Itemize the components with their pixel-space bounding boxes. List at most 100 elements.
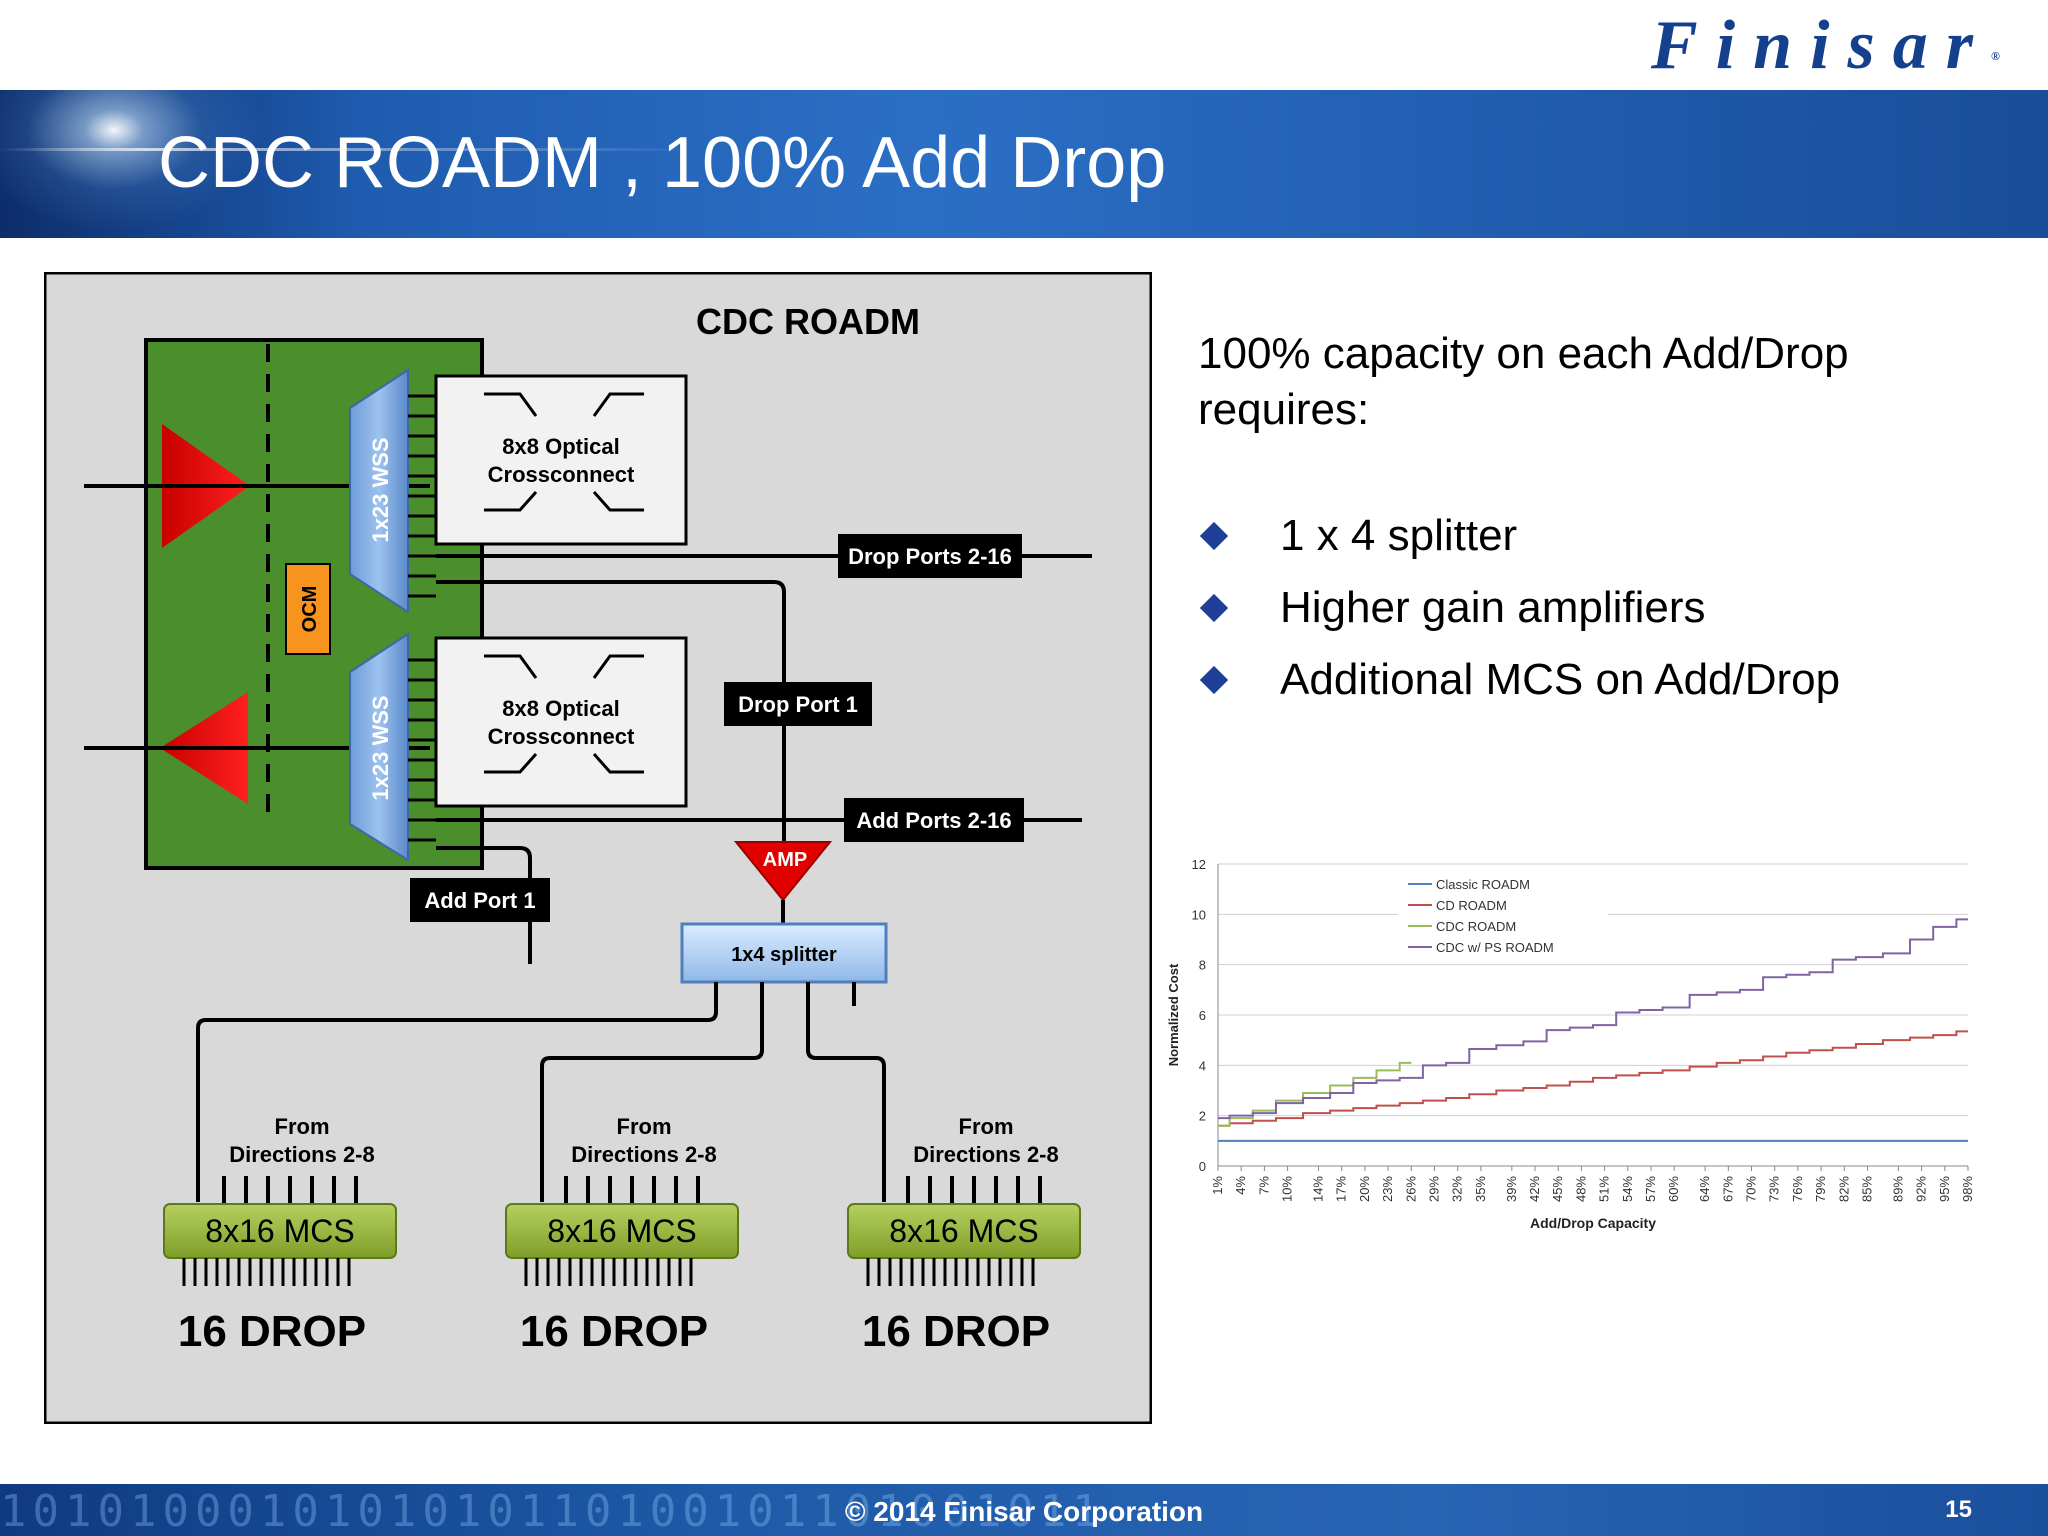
logo-text: Finisar bbox=[1651, 7, 1992, 84]
legend-label-2: CD ROADM bbox=[1436, 898, 1507, 913]
x-tick-label: 60% bbox=[1666, 1176, 1681, 1202]
list-item: 1 x 4 splitter bbox=[1198, 500, 2018, 572]
mcs-box-2 bbox=[505, 1203, 739, 1259]
x-tick-label: 95% bbox=[1937, 1176, 1952, 1202]
drop-label-2: 16 DROP bbox=[520, 1307, 708, 1356]
light-streak-decoration bbox=[0, 148, 700, 151]
drop-port1-label-box bbox=[724, 682, 872, 726]
x-tick-label: 10% bbox=[1280, 1176, 1295, 1202]
normalized-cost-chart: 0246810121%4%7%10%14%17%20%23%26%29%32%3… bbox=[1166, 857, 1975, 1231]
light-flare-decoration bbox=[0, 90, 290, 238]
x-tick-label: 1% bbox=[1210, 1176, 1225, 1195]
logo-registered-mark: ® bbox=[1991, 49, 2000, 63]
title-bar: CDC ROADM , 100% Add Drop bbox=[0, 90, 2048, 238]
list-item: Higher gain amplifiers bbox=[1198, 572, 2018, 644]
x-tick-label: 85% bbox=[1859, 1176, 1874, 1202]
y-tick-label: 4 bbox=[1199, 1058, 1206, 1073]
x-tick-label: 57% bbox=[1643, 1176, 1658, 1202]
x-tick-label: 64% bbox=[1697, 1176, 1712, 1202]
wss-label-bottom: 1x23 WSS bbox=[368, 695, 393, 800]
splitter-out-2 bbox=[540, 982, 764, 1202]
drop-label-3: 16 DROP bbox=[862, 1307, 1050, 1356]
drop-port1-label: Drop Port 1 bbox=[738, 692, 858, 717]
crossconnect-switch-marks-bottom bbox=[484, 654, 644, 774]
copyright-text: © 2014 Finisar Corporation bbox=[844, 1496, 1204, 1527]
splitter-box bbox=[680, 922, 888, 984]
x-tick-label: 76% bbox=[1790, 1176, 1805, 1202]
wss-block-bottom bbox=[349, 632, 409, 862]
series-line-3 bbox=[1218, 1061, 1412, 1127]
list-item-text: Additional MCS on Add/Drop bbox=[1280, 655, 1841, 704]
x-tick-label: 98% bbox=[1960, 1176, 1975, 1202]
from-label-3-line1: From bbox=[959, 1114, 1014, 1139]
mcs-input-ticks-3 bbox=[906, 1176, 1042, 1204]
x-tick-label: 4% bbox=[1233, 1176, 1248, 1195]
x-tick-label: 48% bbox=[1573, 1176, 1588, 1202]
x-tick-label: 7% bbox=[1256, 1176, 1271, 1195]
x-tick-label: 89% bbox=[1890, 1176, 1905, 1202]
add-ports-label-box bbox=[844, 798, 1024, 842]
legend-label-1: Classic ROADM bbox=[1436, 877, 1530, 892]
crossconnect-label-bottom-line2: Crossconnect bbox=[488, 724, 635, 749]
ocm-block bbox=[285, 563, 331, 655]
mcs-output-ticks-2 bbox=[524, 1258, 693, 1286]
amp-triangle bbox=[733, 841, 833, 902]
crossconnect-label-top-line1: 8x8 Optical bbox=[502, 434, 619, 459]
add-ports-label: Add Ports 2-16 bbox=[856, 808, 1011, 833]
x-tick-label: 92% bbox=[1914, 1176, 1929, 1202]
mcs-input-ticks-1 bbox=[222, 1176, 358, 1204]
diamond-bullet-icon bbox=[1199, 593, 1229, 623]
splitter-out-1 bbox=[196, 982, 718, 1202]
crossconnect-box-top bbox=[434, 374, 688, 546]
splitter-out-3 bbox=[806, 982, 886, 1202]
x-tick-label: 17% bbox=[1334, 1176, 1349, 1202]
mcs-output-ticks-3 bbox=[866, 1258, 1035, 1286]
requirements-panel: 100% capacity on each Add/Drop requires:… bbox=[1198, 326, 2018, 716]
x-tick-label: 45% bbox=[1550, 1176, 1565, 1202]
ocm-label: OCM bbox=[299, 586, 321, 633]
series-line-2 bbox=[1218, 1030, 1968, 1127]
x-tick-label: 51% bbox=[1597, 1176, 1612, 1202]
from-label-1-line1: From bbox=[275, 1114, 330, 1139]
y-tick-label: 12 bbox=[1192, 857, 1206, 872]
x-tick-label: 54% bbox=[1620, 1176, 1635, 1202]
drop-label-1: 16 DROP bbox=[178, 1307, 366, 1356]
wss-block-top bbox=[349, 368, 409, 614]
crossconnect-label-top-line2: Crossconnect bbox=[488, 462, 635, 487]
y-tick-label: 0 bbox=[1199, 1159, 1206, 1174]
page-number: 15 bbox=[1945, 1496, 1972, 1523]
crossconnect-switch-marks-top bbox=[484, 392, 644, 512]
mcs-box-3 bbox=[847, 1203, 1081, 1259]
wss-port-ticks bbox=[408, 394, 436, 842]
drop-ports-label: Drop Ports 2-16 bbox=[848, 544, 1012, 569]
mcs-label-1: 8x16 MCS bbox=[205, 1213, 354, 1249]
splitter-label: 1x4 splitter bbox=[731, 944, 837, 966]
crossconnect-label-bottom-line1: 8x8 Optical bbox=[502, 696, 619, 721]
legend-label-4: CDC w/ PS ROADM bbox=[1436, 940, 1554, 955]
diamond-bullet-icon bbox=[1199, 665, 1229, 695]
binary-digits-decoration: 1010100010101010110100101101001011 bbox=[0, 1486, 1105, 1536]
list-item-text: Higher gain amplifiers bbox=[1280, 583, 1706, 632]
x-tick-label: 23% bbox=[1380, 1176, 1395, 1202]
requirements-heading: 100% capacity on each Add/Drop requires: bbox=[1198, 329, 1849, 434]
from-label-1-line2: Directions 2-8 bbox=[229, 1142, 375, 1167]
drop-ports-label-box bbox=[838, 534, 1022, 578]
x-tick-label: 70% bbox=[1744, 1176, 1759, 1202]
mcs-input-ticks-2 bbox=[564, 1176, 700, 1204]
cdc-roadm-diagram: CDC ROADM OCM 1x23 WSS 1x23 WSS 8x8 Opti… bbox=[44, 272, 1152, 1424]
y-tick-label: 6 bbox=[1199, 1008, 1206, 1023]
finisar-logo: Finisar® bbox=[1560, 6, 2000, 86]
y-tick-label: 10 bbox=[1192, 907, 1206, 922]
list-item: Additional MCS on Add/Drop bbox=[1198, 644, 2018, 716]
mcs-output-ticks-1 bbox=[182, 1258, 351, 1286]
x-tick-label: 26% bbox=[1403, 1176, 1418, 1202]
mcs-label-2: 8x16 MCS bbox=[547, 1213, 696, 1249]
x-tick-label: 82% bbox=[1836, 1176, 1851, 1202]
add-port1-line bbox=[436, 846, 532, 964]
legend-label-3: CDC ROADM bbox=[1436, 919, 1516, 934]
mcs-box-1 bbox=[163, 1203, 397, 1259]
y-axis-title: Normalized Cost bbox=[1166, 963, 1181, 1066]
wss-label-top: 1x23 WSS bbox=[368, 437, 393, 542]
legend-background bbox=[1398, 870, 1608, 956]
x-tick-label: 73% bbox=[1767, 1176, 1782, 1202]
